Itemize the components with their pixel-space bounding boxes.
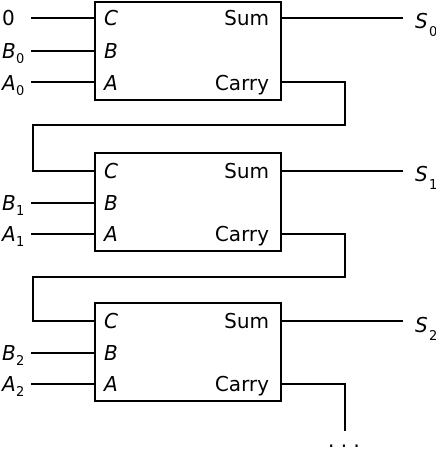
adder-0-port-a: A — [102, 71, 118, 95]
carry-2-wire — [280, 383, 346, 431]
input-a2-label: A — [0, 372, 16, 396]
carry-in-label: 0 — [2, 6, 15, 30]
adder-2-box — [94, 302, 282, 402]
input-b1-subscript: 1 — [16, 204, 24, 219]
adder-1-port-b: B — [104, 191, 118, 215]
adder-2: C B A Sum Carry — [94, 302, 282, 402]
adder-1-sum-label: Sum — [224, 159, 269, 183]
adder-0-port-c: C — [104, 6, 118, 30]
adder-1-carry-label: Carry — [215, 222, 269, 246]
input-b0-subscript: 0 — [16, 52, 24, 67]
adder-1: C B A Sum Carry — [94, 152, 282, 252]
adder-1-port-a: A — [102, 222, 118, 246]
continuation-ellipsis: . . . — [328, 428, 360, 449]
adder-2-port-a: A — [102, 372, 118, 396]
adder-2-port-b: B — [104, 341, 118, 365]
adder-0: C B A Sum Carry — [94, 1, 282, 101]
adder-2-port-c: C — [104, 309, 118, 333]
adder-2-carry-label: Carry — [215, 372, 269, 396]
output-s2-subscript: 2 — [429, 329, 436, 344]
input-b2-subscript: 2 — [16, 354, 24, 369]
adder-1-port-c: C — [104, 159, 118, 183]
output-s0-label: S — [415, 9, 428, 33]
input-a1-subscript: 1 — [16, 235, 24, 250]
adder-0-port-b: B — [104, 39, 118, 63]
output-s2-label: S — [415, 313, 428, 337]
output-s1-label: S — [415, 162, 428, 186]
input-b2-label: B — [2, 341, 16, 365]
output-s1-subscript: 1 — [429, 178, 436, 193]
output-s0-subscript: 0 — [429, 25, 436, 40]
input-a0-subscript: 0 — [16, 84, 24, 99]
input-a0-label: A — [0, 71, 16, 95]
input-a2-subscript: 2 — [16, 385, 24, 400]
adder-2-sum-label: Sum — [224, 309, 269, 333]
carry-0-wire — [32, 81, 346, 172]
input-b1-label: B — [2, 191, 16, 215]
input-b0-label: B — [2, 39, 16, 63]
adder-0-box — [94, 1, 282, 101]
adder-0-sum-label: Sum — [224, 6, 269, 30]
adder-0-carry-label: Carry — [215, 71, 269, 95]
input-a1-label: A — [0, 222, 16, 246]
carry-1-wire — [32, 233, 346, 322]
